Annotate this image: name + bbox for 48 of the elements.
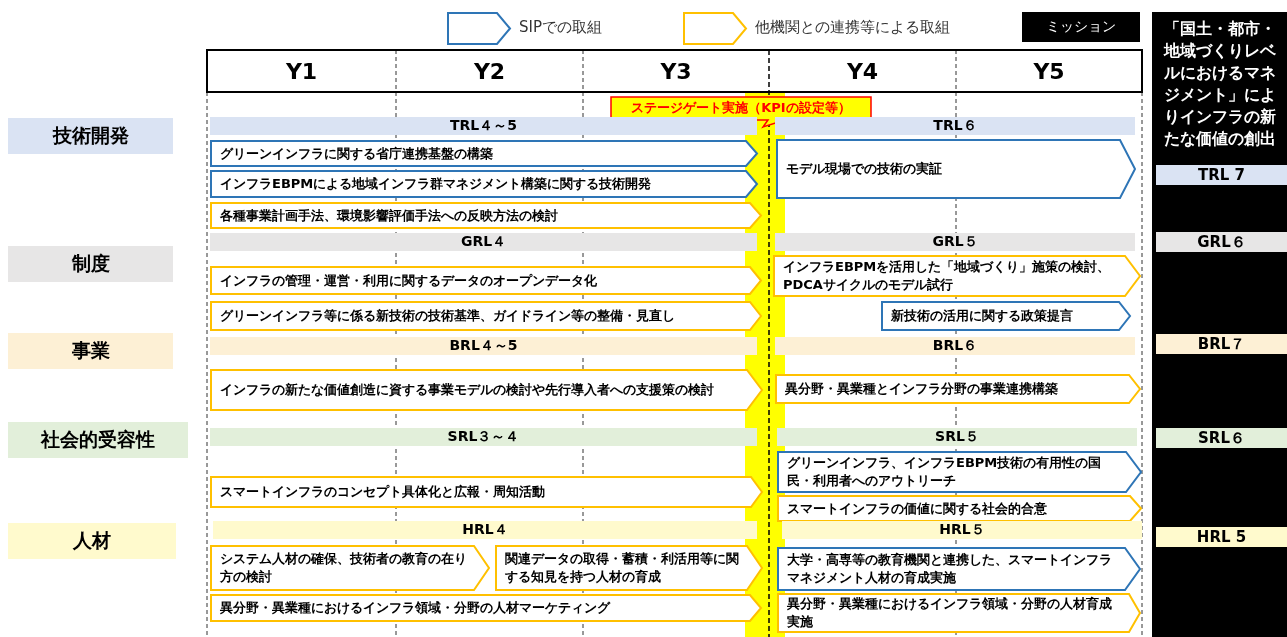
readiness-level-bar: SRL５ xyxy=(777,428,1137,446)
column-header: Y3 xyxy=(659,57,693,86)
task-text: スマートインフラの価値に関する社会的合意 xyxy=(787,499,1048,518)
mission-panel xyxy=(1152,12,1287,637)
task-text: インフラの管理・運営・利用に関するデータのオープンデータ化 xyxy=(220,271,598,290)
readiness-level-bar: SRL３～４ xyxy=(210,428,757,446)
readiness-level-bar: HRL４ xyxy=(213,521,757,539)
readiness-level-bar: TRL４～5 xyxy=(210,117,757,135)
legend-label: SIPでの取組 xyxy=(519,18,602,37)
legend-label: 他機関との連携等による取組 xyxy=(755,18,950,37)
readiness-level-bar: TRL 7 xyxy=(1156,165,1287,185)
task-text: モデル現場での技術の実証 xyxy=(786,160,943,178)
task-text: グリーンインフラに関する省庁連携基盤の構築 xyxy=(220,144,494,163)
task-text: 異分野・異業種におけるインフラ領域・分野の人材育成実施 xyxy=(787,595,1113,631)
task-text: システム人材の確保、技術者の教育の在り方の検討 xyxy=(220,550,468,586)
category-label: 技術開発 xyxy=(8,118,173,154)
task-text: インフラの新たな価値創造に資する事業モデルの検討や先行導入者への支援策の検討 xyxy=(220,381,715,399)
task-text: グリーンインフラ、インフラEBPM技術の有用性の国民・利用者へのアウトリーチ xyxy=(787,454,1103,490)
readiness-level-bar: SRL６ xyxy=(1156,428,1287,448)
readiness-level-bar: HRL 5 xyxy=(1156,527,1287,547)
task-text: 異分野・異業種におけるインフラ領域・分野の人材マーケティング xyxy=(220,599,612,617)
readiness-level-bar: BRL６ xyxy=(775,337,1135,355)
readiness-level-bar: GRL４ xyxy=(210,233,757,251)
task-text: グリーンインフラ等に係る新技術の技術基準、ガイドライン等の整備・見直し xyxy=(220,307,676,325)
category-label: 人材 xyxy=(8,523,176,559)
column-header: Y4 xyxy=(845,57,880,86)
readiness-level-bar: HRL５ xyxy=(782,521,1142,539)
category-label: 事業 xyxy=(8,333,173,369)
readiness-level-bar: TRL６ xyxy=(775,117,1135,135)
task-text: 関連データの取得・蓄積・利活用等に関する知見を持つ人材の育成 xyxy=(505,550,740,586)
task-text: 大学・高専等の教育機関と連携した、スマートインフラマネジメント人材の育成実施 xyxy=(787,551,1113,587)
category-label: 社会的受容性 xyxy=(8,422,188,458)
column-header: Y2 xyxy=(472,57,507,86)
category-label: 制度 xyxy=(8,246,173,282)
mission-text: 「国土・都市・地域づくりレベルにおけるマネジメント」によりインフラの新たな価値の創出 xyxy=(1162,18,1277,150)
readiness-level-bar: BRL４～5 xyxy=(210,337,757,355)
column-header: Y5 xyxy=(1032,57,1066,86)
readiness-level-bar: BRL７ xyxy=(1156,334,1287,354)
task-text: インフラEBPMによる地域インフラ群マネジメント構築に関する技術開発 xyxy=(220,175,653,193)
task-text: 新技術の活用に関する政策提言 xyxy=(891,307,1074,325)
task-text: 各種事業計画手法、環境影響評価手法への反映方法の検討 xyxy=(220,206,559,225)
task-text: スマートインフラのコンセプト具体化と広報・周知活動 xyxy=(220,483,546,501)
task-text: インフラEBPMを活用した「地域づくり」施策の検討、PDCAサイクルのモデル試行 xyxy=(783,258,1112,294)
column-header: Y1 xyxy=(284,57,319,86)
readiness-level-bar: GRL５ xyxy=(775,233,1135,251)
readiness-level-bar: GRL６ xyxy=(1156,232,1287,252)
task-text: 異分野・異業種とインフラ分野の事業連携構築 xyxy=(785,380,1059,398)
mission-tag: ミッション xyxy=(1022,12,1140,42)
